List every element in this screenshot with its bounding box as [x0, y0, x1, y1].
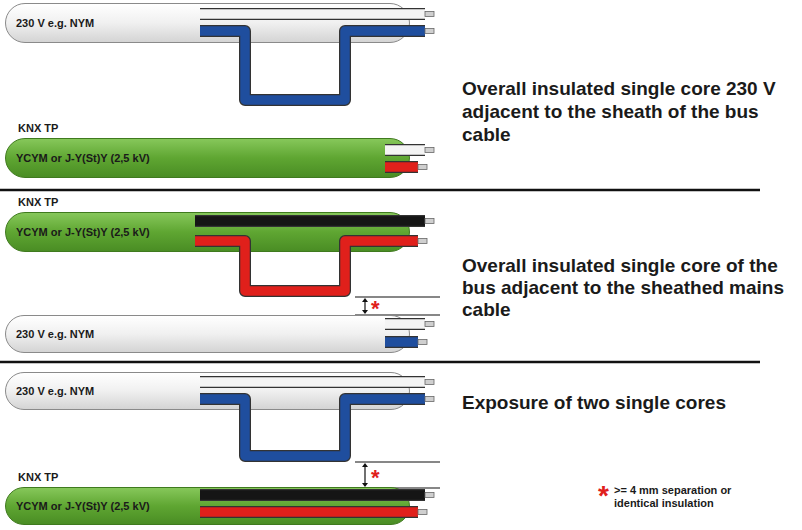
- separation-line: [355, 296, 440, 297]
- separation-marker: [355, 462, 440, 488]
- arrow-head: [362, 463, 368, 467]
- panel-caption: Overall insulated single core of the bus…: [462, 255, 797, 321]
- conductor-tip: [418, 340, 427, 345]
- core-insulation: [200, 377, 425, 387]
- arrow-head: [362, 298, 368, 302]
- insulated-core: [385, 340, 427, 345]
- mains-cable-sheath: 230 V e.g. NYM: [5, 3, 410, 43]
- panel-caption: Overall insulated single core 230 V adja…: [462, 78, 797, 146]
- insulated-core: [385, 322, 434, 327]
- bus-cable-sheath: KNX TPYCYM or J-Y(St)Y (2,5 kV): [5, 212, 410, 252]
- insulated-core: [200, 12, 434, 17]
- core-outline: [195, 215, 425, 227]
- core-outline: [200, 376, 425, 388]
- core-outline: [200, 399, 425, 456]
- footnote-text: >= 4 mm separation or identical insulati…: [614, 484, 759, 510]
- separation-star: *: [371, 298, 380, 320]
- core-outline: [385, 144, 425, 156]
- insulated-core: [385, 165, 427, 170]
- insulated-core: [200, 29, 434, 101]
- bus-cable-sheath: KNX TPYCYM or J-Y(St)Y (2,5 kV): [5, 138, 410, 178]
- insulated-core: [385, 148, 434, 153]
- dimension-arrow: [364, 466, 365, 484]
- conductor-tip: [418, 165, 427, 170]
- conductor-tip: [425, 29, 434, 34]
- bus-cable-sheath: KNX TPYCYM or J-Y(St)Y (2,5 kV): [5, 487, 410, 525]
- conductor-tip: [418, 510, 427, 515]
- core-outline: [200, 8, 425, 20]
- panel-divider: [0, 189, 760, 192]
- core-insulation: [385, 337, 418, 347]
- cable-type-label: YCYM or J-Y(St)Y (2,5 kV): [6, 213, 150, 251]
- cable-type-heading: KNX TP: [18, 196, 58, 208]
- cable-type-label: YCYM or J-Y(St)Y (2,5 kV): [6, 488, 150, 524]
- conductor-tip: [425, 322, 434, 327]
- insulated-core: [200, 397, 434, 457]
- cable-type-label: 230 V e.g. NYM: [6, 373, 94, 409]
- core-insulation: [385, 145, 425, 155]
- core-insulation: [195, 241, 418, 291]
- separation-line: [355, 461, 440, 462]
- core-insulation: [200, 31, 425, 100]
- cable-type-heading: KNX TP: [18, 122, 58, 134]
- core-insulation: [385, 319, 425, 329]
- core-insulation: [195, 216, 425, 226]
- cable-type-label: 230 V e.g. NYM: [6, 4, 94, 42]
- insulated-core: [195, 219, 434, 224]
- core-outline: [385, 336, 418, 348]
- core-insulation: [200, 399, 425, 456]
- separation-star: *: [371, 467, 380, 489]
- core-outline: [200, 506, 418, 518]
- panel-caption: Exposure of two single cores: [462, 392, 797, 415]
- insulated-core: [200, 510, 427, 515]
- conductor-tip: [425, 148, 434, 153]
- insulated-core: [200, 380, 434, 385]
- core-outline: [200, 31, 425, 100]
- conductor-tip: [425, 219, 434, 224]
- separation-marker: [355, 297, 440, 315]
- conductor-tip: [425, 380, 434, 385]
- panel-divider: [0, 361, 760, 364]
- insulated-core: [195, 239, 427, 292]
- core-insulation: [200, 9, 425, 19]
- core-outline: [200, 489, 425, 501]
- cable-type-label: YCYM or J-Y(St)Y (2,5 kV): [6, 139, 150, 177]
- core-insulation: [385, 162, 418, 172]
- core-outline: [195, 241, 418, 291]
- dimension-arrow: [364, 301, 365, 311]
- cable-type-label: 230 V e.g. NYM: [6, 316, 94, 352]
- note-star: *: [598, 482, 609, 510]
- conductor-tip: [425, 493, 434, 498]
- mains-cable-sheath: 230 V e.g. NYM: [5, 372, 410, 410]
- arrow-head: [362, 310, 368, 314]
- conductor-tip: [425, 12, 434, 17]
- mains-cable-sheath: 230 V e.g. NYM: [5, 315, 410, 353]
- core-outline: [385, 161, 418, 173]
- conductor-tip: [425, 397, 434, 402]
- insulated-core: [200, 493, 434, 498]
- conductor-tip: [418, 239, 427, 244]
- core-insulation: [200, 507, 418, 517]
- core-outline: [385, 318, 425, 330]
- cable-type-heading: KNX TP: [18, 471, 58, 483]
- core-insulation: [200, 490, 425, 500]
